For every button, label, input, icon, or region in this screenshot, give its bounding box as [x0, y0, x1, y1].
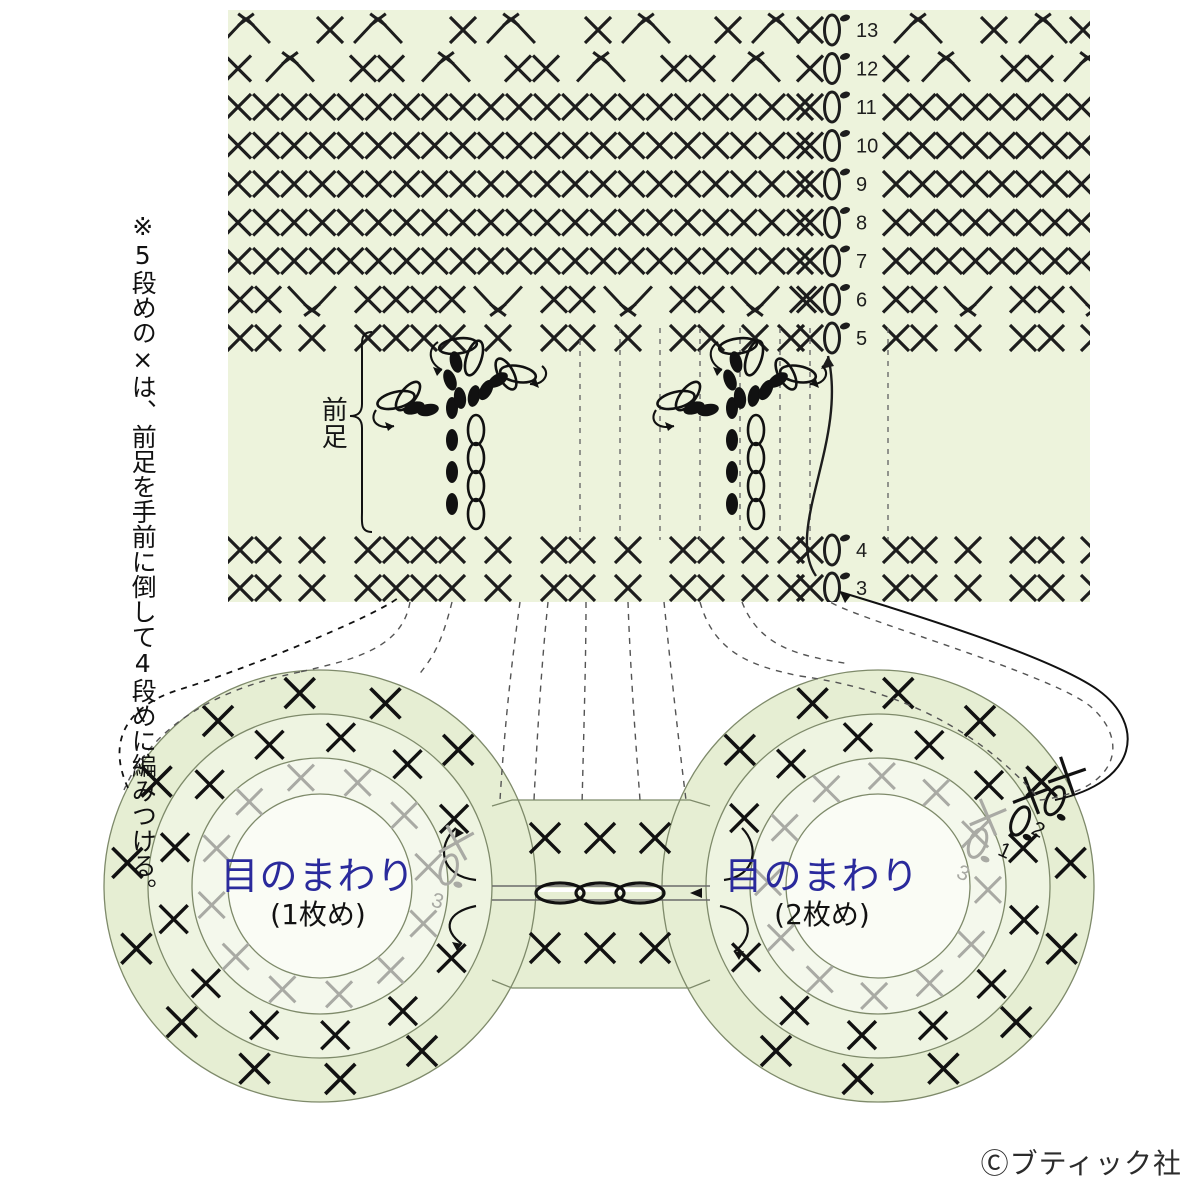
- stitch-chart-panel: 13 12 11 10 9 8 7 6 5 4 3: [228, 10, 1090, 602]
- svg-text:2: 2: [1028, 817, 1049, 843]
- chart-row-5: 5: [228, 321, 1090, 355]
- chart-row-8: 8: [228, 206, 1090, 239]
- right-circle-title: 目のまわり: [724, 854, 920, 898]
- row-number-3: 3: [856, 578, 867, 600]
- chart-guide-lines: [579, 328, 889, 540]
- copyright-notice: Ⓒブティック社: [980, 1147, 1182, 1180]
- chart-row-10: 10: [228, 129, 1090, 162]
- row-number-5: 5: [856, 328, 867, 350]
- chart-row-6: 6: [228, 283, 1090, 317]
- stitch-chart-svg: 13 12 11 10 9 8 7 6 5 4 3: [228, 12, 1090, 602]
- row-number-4: 4: [856, 540, 867, 562]
- svg-text:1: 1: [995, 838, 1015, 864]
- round-marker-1: 1: [995, 776, 1051, 864]
- instruction-note: ※5段めの×は、前足を手前に倒して4段めに編みつける。: [128, 212, 158, 903]
- row-number-12: 12: [856, 59, 878, 81]
- row-number-7: 7: [856, 251, 867, 273]
- round-marker-2: 2: [1028, 756, 1087, 843]
- chart-row-12: 12: [228, 51, 1090, 85]
- row-number-13: 13: [856, 20, 878, 42]
- left-circle-title: 目のまわり: [220, 854, 416, 898]
- chart-row-3: 3: [228, 571, 1090, 602]
- chart-row-13: 13: [228, 12, 1090, 47]
- chart-row-9: 9: [228, 167, 1090, 201]
- chart-row-11: 11: [228, 90, 1090, 124]
- bridge-chain-loop: [534, 881, 586, 905]
- chart-row-7: 7: [228, 244, 1090, 278]
- bridge-chain-loop: [614, 881, 666, 905]
- left-circle-subtitle: (1枚め): [270, 898, 366, 931]
- assembly-guide-lines: [118, 591, 1129, 807]
- row-number-10: 10: [856, 136, 878, 158]
- row-number-6: 6: [856, 290, 867, 312]
- chart-row-4: 4: [228, 533, 1090, 567]
- row-number-11: 11: [856, 97, 877, 119]
- row-number-8: 8: [856, 213, 867, 235]
- paw-label: 前足: [317, 396, 348, 450]
- bridge-chain-loop: [574, 881, 626, 905]
- right-circle-subtitle: (2枚め): [774, 898, 870, 931]
- row-number-9: 9: [856, 174, 867, 196]
